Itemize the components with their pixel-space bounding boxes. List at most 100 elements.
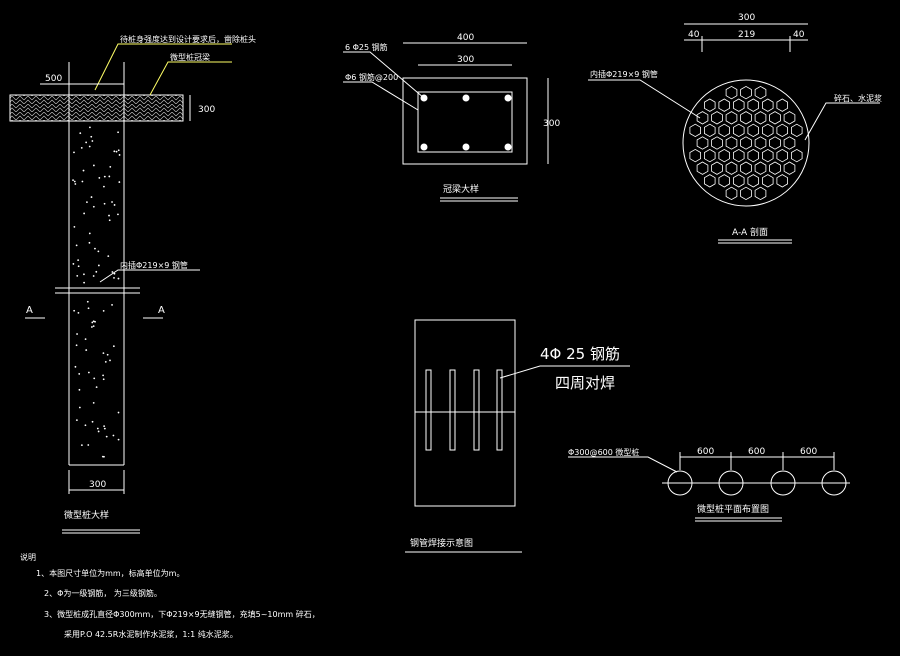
label-fill: 碎石、水泥浆 [834, 93, 882, 103]
section-aa: 300 40 219 40 内插Φ219×9 钢管 碎石、水泥浆 A-A 剖面 [588, 13, 882, 244]
section-mark-left: A [26, 305, 33, 316]
cap-caption: 冠梁大样 [443, 183, 479, 195]
aggregate-cell [754, 111, 767, 125]
label-weld-rebar: 4Φ 25 钢筋 [540, 345, 620, 363]
leader-fill [804, 102, 880, 141]
plan-dim-2: 600 [748, 447, 765, 457]
note-3: 3、微型桩成孔直径Φ300mm，下Φ219×9无缝钢管，充填5~10mm 碎石， [44, 609, 320, 619]
aggregate-cell [762, 174, 774, 188]
label-rebar: 6 Φ25 钢筋 [345, 42, 388, 52]
label-stirrup: Φ6 钢筋@200 [345, 72, 398, 82]
aggregate-cell [711, 161, 723, 175]
aa-caption: A-A 剖面 [732, 226, 768, 238]
pile-plan: 600 600 600 Φ300@600 微型桩 微型桩平面布置图 [568, 447, 850, 522]
aggregate-cell [704, 123, 716, 138]
note-1: 1、本图尺寸单位为mm，标高单位为m。 [36, 568, 184, 578]
plan-pile-1 [667, 470, 693, 496]
aggregate-cell [769, 111, 781, 125]
pile-detail: A A 待桩身强度达到设计要求后，凿除桩头 微型桩冠梁 内插Φ219×9 钢管 … [9, 34, 256, 534]
leader-cap [149, 61, 232, 96]
aggregate-cell [718, 98, 730, 112]
dim-300-right: 300 [198, 105, 215, 115]
aggregate-cell [783, 111, 796, 125]
aggregate-cell [725, 85, 738, 100]
aggregate-cell [740, 111, 752, 125]
aggregate-cell [754, 85, 767, 100]
plan-dim-1: 600 [697, 447, 714, 457]
aggregate-cell [740, 161, 752, 175]
aggregate-cell [769, 161, 781, 175]
aggregate-cell [704, 148, 716, 163]
weld-caption: 钢管焊接示意图 [410, 537, 473, 549]
aggregate-cell [725, 161, 738, 175]
aggregate-cell [762, 148, 774, 163]
plan-dim-3: 600 [800, 447, 817, 457]
aggregate-cell [754, 136, 767, 150]
aggregate-cell [718, 148, 730, 163]
concrete-aggregate [72, 126, 121, 458]
dim-40-right: 40 [793, 30, 805, 40]
dim-300-top: 300 [457, 55, 474, 65]
weld-bar-3 [473, 369, 480, 451]
aggregate-cell [776, 123, 788, 138]
cap-stirrup [417, 91, 513, 153]
aggregate-cell [696, 111, 709, 125]
aggregate-cell [696, 136, 709, 150]
leader-stirrup [343, 81, 419, 111]
rebar-points [420, 94, 512, 151]
aggregate-cell [747, 98, 759, 112]
aggregate-cell [754, 186, 767, 201]
aggregate-cell [769, 136, 781, 150]
dim-219: 219 [738, 30, 755, 40]
pile-caption: 微型桩大样 [64, 509, 109, 521]
aggregate-cell [740, 85, 752, 100]
aggregate-cell [733, 123, 745, 138]
label-cap: 微型桩冠梁 [170, 52, 210, 62]
aggregate-cell [733, 148, 745, 163]
weld-bar-2 [449, 369, 456, 451]
notes-title: 说明 [20, 552, 36, 562]
aggregate-cell [725, 111, 738, 125]
aggregate-cell [776, 98, 788, 112]
label-plan-pile: Φ300@600 微型桩 [568, 447, 639, 457]
leader-pipe [99, 269, 200, 283]
aggregate-cell [711, 136, 723, 150]
aggregate-cell [733, 174, 745, 188]
aggregate-cells [689, 85, 803, 201]
dim-300-side: 300 [543, 119, 560, 129]
aggregate-cell [747, 174, 759, 188]
aggregate-cell [704, 174, 716, 188]
aggregate-cell [791, 123, 803, 138]
note-2: 2、Φ为一级钢筋， 为三级钢筋。 [44, 588, 162, 598]
aggregate-cell [711, 111, 723, 125]
aggregate-cell [689, 148, 701, 163]
dim-500: 500 [45, 74, 62, 84]
aggregate-cell [704, 98, 716, 112]
aggregate-cell [791, 148, 803, 163]
aggregate-cell [762, 123, 774, 138]
section-mark-right: A [158, 305, 165, 316]
aggregate-cell [718, 123, 730, 138]
aggregate-cell [783, 161, 796, 175]
label-pipe-aa: 内插Φ219×9 钢管 [590, 69, 658, 79]
aggregate-cell [725, 186, 738, 201]
weld-pipe-outline [414, 319, 516, 507]
label-pipe: 内插Φ219×9 钢管 [120, 260, 188, 270]
cap-beam-detail: 400 300 300 6 Φ25 钢筋 Φ6 钢筋@200 冠梁大样 [343, 33, 560, 202]
cap-outer [402, 77, 528, 165]
plan-caption: 微型桩平面布置图 [697, 503, 769, 515]
leader-rebar [343, 51, 425, 99]
leader-plan [568, 456, 678, 473]
leader-pipe-aa [588, 79, 701, 119]
aggregate-cell [762, 98, 774, 112]
aggregate-cell [783, 136, 796, 150]
aggregate-cell [740, 186, 752, 201]
aggregate-cell [689, 123, 701, 138]
section-outer-circle [682, 79, 810, 207]
cap-beam-band [9, 94, 184, 122]
aggregate-cell [747, 123, 759, 138]
weld-bar-4 [496, 369, 503, 451]
label-weld-ring: 四周对焊 [555, 374, 615, 392]
dim-400: 400 [457, 33, 474, 43]
